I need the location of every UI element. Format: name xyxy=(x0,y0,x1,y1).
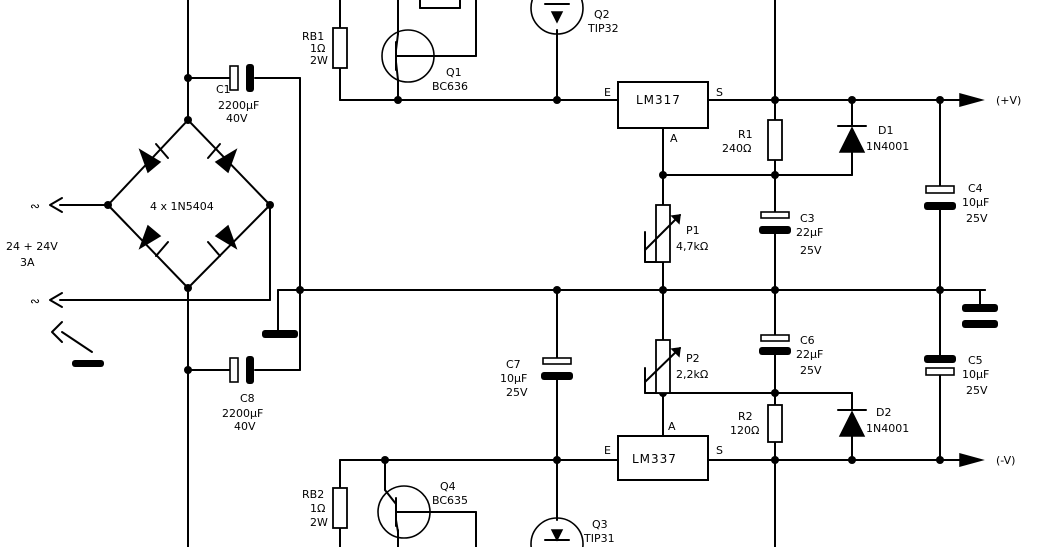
c6-value: 22µF xyxy=(796,348,823,361)
c8-value: 2200µF xyxy=(222,407,263,420)
lm337-pin-s: S xyxy=(716,444,723,457)
q1-ref: Q1 xyxy=(446,66,462,79)
resistor-r2: R2 120Ω xyxy=(730,404,783,443)
ac-symbol-2: ∾ xyxy=(30,294,41,308)
r1-ref: R1 xyxy=(738,128,753,141)
transistor-q1: Q1 BC636 xyxy=(381,29,468,93)
p2-ref: P2 xyxy=(686,352,700,365)
c4-ref: C4 xyxy=(968,182,983,195)
c1-rating: 40V xyxy=(226,112,248,125)
p1-ref: P1 xyxy=(686,224,700,237)
lm317-pin-a: A xyxy=(670,132,678,145)
c3-ref: C3 xyxy=(800,212,815,225)
ac-current: 3A xyxy=(20,256,35,269)
c7-rating: 25V xyxy=(506,386,528,399)
out-neg-label: (-V) xyxy=(996,454,1015,467)
lm337-part: LM337 xyxy=(632,452,677,466)
c4-rating: 25V xyxy=(966,212,988,225)
bridge-diode-1 xyxy=(138,148,162,174)
resistor-rb1: RB1 1Ω 2W xyxy=(302,27,348,69)
capacitor-c7: C7 10µF 25V xyxy=(500,357,573,399)
ground-plate-left xyxy=(262,330,298,338)
d1-part: 1N4001 xyxy=(866,140,909,153)
q2-ref: Q2 xyxy=(594,8,610,21)
capacitor-c1: C1 2200µF 40V xyxy=(216,64,259,125)
potentiometer-p1: P1 4,7kΩ xyxy=(644,204,708,263)
c8-ref: C8 xyxy=(240,392,255,405)
lm337-pin-a: A xyxy=(668,420,676,433)
potentiometer-p2: P2 2,2kΩ xyxy=(644,339,708,394)
d1-ref: D1 xyxy=(878,124,893,137)
r1-value: 240Ω xyxy=(722,142,751,155)
c7-ref: C7 xyxy=(506,358,521,371)
output-negative: (-V) xyxy=(959,453,1015,467)
ac-rating: 24 + 24V xyxy=(6,240,58,253)
r2-ref: R2 xyxy=(738,410,753,423)
q1-part: BC636 xyxy=(432,80,468,93)
capacitor-c6: C6 22µF 25V xyxy=(759,334,823,377)
d2-ref: D2 xyxy=(876,406,891,419)
d2-part: 1N4001 xyxy=(866,422,909,435)
output-positive: (+V) xyxy=(959,93,1021,107)
bridge-diode-4 xyxy=(214,224,238,250)
lm317-pin-e: E xyxy=(604,86,611,99)
rb1-ref: RB1 xyxy=(302,30,324,43)
bridge-diode-2 xyxy=(214,148,238,174)
capacitor-c3: C3 22µF 25V xyxy=(759,211,823,257)
regulator-lm337: LM337 E S A xyxy=(604,420,723,481)
ground-plate-right-1 xyxy=(962,304,998,312)
p1-value: 4,7kΩ xyxy=(676,240,708,253)
c7-value: 10µF xyxy=(500,372,527,385)
transistor-q2: Q2 TIP32 xyxy=(530,0,619,35)
capacitor-c5: C5 10µF 25V xyxy=(924,354,989,397)
bridge-label: 4 x 1N5404 xyxy=(150,200,214,213)
c6-ref: C6 xyxy=(800,334,815,347)
transistor-q4: Q4 BC635 xyxy=(377,480,468,539)
c4-value: 10µF xyxy=(962,196,989,209)
bridge-rectifier: 4 x 1N5404 xyxy=(107,119,271,289)
c3-value: 22µF xyxy=(796,226,823,239)
lm317-pin-s: S xyxy=(716,86,723,99)
ac-input: ∾ ∾ 24 + 24V 3A xyxy=(6,197,104,367)
r2-value: 120Ω xyxy=(730,424,759,437)
rb1-rating: 2W xyxy=(310,54,328,67)
wires xyxy=(59,0,986,547)
diode-d2: D2 1N4001 xyxy=(837,406,909,437)
c3-rating: 25V xyxy=(800,244,822,257)
diode-d1: D1 1N4001 xyxy=(837,124,909,153)
c1-value: 2200µF xyxy=(218,99,259,112)
resistor-rb2: RB2 1Ω 2W xyxy=(302,487,348,529)
regulator-lm317: LM317 E S A xyxy=(604,81,723,145)
ground-terminal-icon xyxy=(72,360,104,367)
c6-rating: 25V xyxy=(800,364,822,377)
resistor-r1: R1 240Ω xyxy=(722,119,783,161)
ground-plate-right-2 xyxy=(962,320,998,328)
capacitor-c8: C8 2200µF 40V xyxy=(222,356,263,433)
q4-ref: Q4 xyxy=(440,480,456,493)
out-pos-label: (+V) xyxy=(996,94,1021,107)
c5-ref: C5 xyxy=(968,354,983,367)
c5-rating: 25V xyxy=(966,384,988,397)
c5-value: 10µF xyxy=(962,368,989,381)
rb2-rating: 2W xyxy=(310,516,328,529)
capacitor-c4: C4 10µF 25V xyxy=(924,182,989,225)
rb2-ref: RB2 xyxy=(302,488,324,501)
q2-part: TIP32 xyxy=(587,22,619,35)
q3-part: TIP31 xyxy=(583,532,615,545)
q4-part: BC635 xyxy=(432,494,468,507)
rb1-value: 1Ω xyxy=(310,42,325,55)
q3-ref: Q3 xyxy=(592,518,608,531)
junction-dots xyxy=(104,74,944,464)
lm317-part: LM317 xyxy=(636,93,681,107)
rb2-value: 1Ω xyxy=(310,502,325,515)
c8-rating: 40V xyxy=(234,420,256,433)
bridge-diode-3 xyxy=(138,224,162,250)
ac-symbol-1: ∾ xyxy=(30,199,41,213)
transistor-q3: Q3 TIP31 xyxy=(530,517,615,547)
c1-ref: C1 xyxy=(216,83,231,96)
p2-value: 2,2kΩ xyxy=(676,368,708,381)
lm337-pin-e: E xyxy=(604,444,611,457)
